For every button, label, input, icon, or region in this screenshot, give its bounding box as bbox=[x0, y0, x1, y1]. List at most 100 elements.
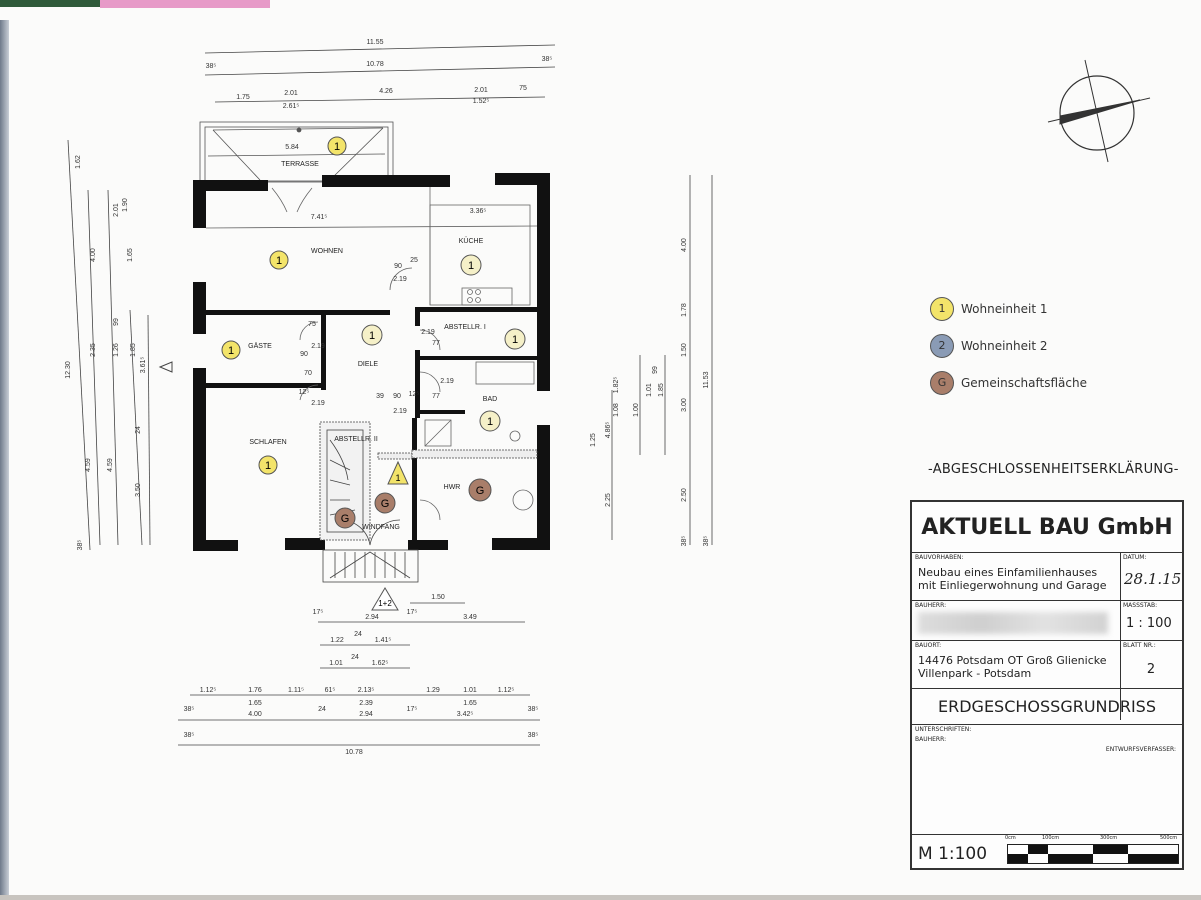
svg-text:90: 90 bbox=[394, 263, 402, 270]
dimension-label: 1.00 bbox=[633, 403, 640, 417]
svg-text:1.52⁵: 1.52⁵ bbox=[473, 98, 490, 105]
svg-text:4.26: 4.26 bbox=[379, 88, 393, 95]
unit1-marker-gaeste: 1 bbox=[221, 340, 241, 360]
svg-text:10.78: 10.78 bbox=[366, 61, 384, 68]
sticky-note-edge bbox=[100, 0, 270, 8]
svg-text:2.01: 2.01 bbox=[474, 87, 488, 94]
dimension-label: 1.01 bbox=[646, 383, 653, 397]
project-label: BAUVORHABEN: bbox=[915, 554, 964, 561]
legend-label: Wohneinheit 2 bbox=[961, 338, 1048, 353]
project-line: mit Einliegerwohnung und Garage bbox=[918, 579, 1107, 592]
common-marker-stair: G bbox=[334, 507, 356, 529]
svg-text:2.19: 2.19 bbox=[311, 343, 325, 350]
dimensions-right: 4.001.781.5011.532.503.001.851.01991.001… bbox=[590, 238, 710, 546]
svg-text:2.19: 2.19 bbox=[393, 276, 407, 283]
site-line: 14476 Potsdam OT Groß Glienicke bbox=[918, 654, 1107, 667]
project-cell: BAUVORHABEN: Neubau eines Einfamilienhau… bbox=[912, 552, 1120, 600]
dimension-label: 1.78 bbox=[681, 303, 688, 317]
triangle-marker-entrance: 1+2 bbox=[371, 587, 399, 611]
dimension-label: 61⁵ bbox=[325, 687, 336, 694]
dimension-label: 1.12⁵ bbox=[200, 687, 217, 694]
dimension-label: 38⁵ bbox=[184, 706, 195, 713]
dimension-label: 2.94 bbox=[365, 614, 379, 621]
site-cell: BAUORT: 14476 Potsdam OT Groß Glienicke … bbox=[912, 640, 1120, 688]
dimension-label: 24 bbox=[354, 631, 362, 638]
section-marker-icon bbox=[158, 361, 173, 373]
scale-bar-cell: M 1:100 0cm 100cm 300cm 500cm bbox=[912, 834, 1182, 868]
svg-text:1: 1 bbox=[265, 460, 271, 472]
dimension-label: 2.25 bbox=[605, 493, 612, 507]
dimension-label: 4.00 bbox=[248, 711, 262, 718]
scale-label: MASSSTAB: bbox=[1123, 602, 1158, 609]
dimension-label: 11.53 bbox=[703, 371, 710, 388]
dimension-label: 4.59 bbox=[85, 458, 92, 472]
sheet-value: 2 bbox=[1146, 662, 1156, 677]
svg-text:1: 1 bbox=[395, 473, 400, 483]
walls bbox=[193, 173, 550, 551]
client-cell: BAUHERR: bbox=[912, 600, 1120, 640]
common-badge-icon: G bbox=[930, 370, 954, 395]
svg-text:38⁵: 38⁵ bbox=[206, 63, 217, 70]
dimension-label: 99 bbox=[652, 366, 659, 374]
dimension-label: 2.50 bbox=[681, 488, 688, 502]
svg-text:5.84: 5.84 bbox=[285, 144, 299, 151]
dimension-label: 1.85 bbox=[658, 383, 665, 397]
dimension-label: 38⁵ bbox=[703, 536, 710, 547]
dimension-label: 38⁵ bbox=[528, 706, 539, 713]
dimension-label: 1.62⁵ bbox=[372, 660, 389, 667]
svg-text:TERRASSE: TERRASSE bbox=[281, 161, 319, 168]
svg-text:2.19: 2.19 bbox=[311, 400, 325, 407]
paper-edge bbox=[0, 20, 9, 900]
project-line: Neubau eines Einfamilienhauses bbox=[918, 566, 1098, 579]
redacted-client bbox=[918, 612, 1108, 634]
dimension-label: 1.26 bbox=[113, 343, 120, 357]
legend-item-unit1: 1 Wohneinheit 1 bbox=[930, 290, 1087, 327]
svg-text:G: G bbox=[381, 498, 390, 510]
svg-text:1+2: 1+2 bbox=[378, 599, 392, 608]
title-block: AKTUELL BAU GmbH BAUVORHABEN: Neubau ein… bbox=[910, 500, 1184, 870]
dimensions-bottom: 1.5017⁵2.9417⁵3.491.22241.41⁵1.01241.62⁵… bbox=[184, 594, 539, 756]
dimension-label: 1.90 bbox=[122, 198, 129, 212]
dimension-label: 1.76 bbox=[248, 687, 262, 694]
north-arrow-icon bbox=[1047, 59, 1151, 163]
scale-bar bbox=[1007, 844, 1179, 864]
unit1-marker-schlafen: 1 bbox=[258, 455, 278, 475]
svg-text:3.36⁵: 3.36⁵ bbox=[470, 208, 487, 215]
triangle-marker-unit1: 1 bbox=[387, 460, 409, 485]
svg-text:1: 1 bbox=[468, 260, 474, 272]
svg-text:1: 1 bbox=[228, 345, 234, 357]
dimension-label: 4.86⁵ bbox=[605, 422, 612, 439]
scale-bar-tick: 0cm bbox=[1005, 835, 1016, 841]
dimension-label: 3.61⁵ bbox=[140, 357, 147, 374]
scale-bar-tick: 500cm bbox=[1160, 835, 1178, 841]
svg-text:12⁵: 12⁵ bbox=[299, 389, 310, 396]
svg-text:38⁵: 38⁵ bbox=[542, 56, 553, 63]
dimension-label: 1.08 bbox=[613, 403, 620, 417]
dimension-label: 17⁵ bbox=[313, 609, 324, 616]
dimension-label: 1.65 bbox=[127, 248, 134, 262]
scale-value: 1 : 100 bbox=[1126, 616, 1172, 631]
dimension-label: 99 bbox=[113, 318, 120, 326]
signatures-cell: UNTERSCHRIFTEN: BAUHERR: ENTWURFSVERFASS… bbox=[912, 724, 1182, 834]
sheet-cell: BLATT NR.: 2 bbox=[1120, 640, 1182, 688]
dimension-label: 38⁵ bbox=[528, 732, 539, 739]
interior-lines bbox=[205, 187, 538, 521]
dimension-label: 24 bbox=[135, 426, 142, 434]
date-label: DATUM: bbox=[1123, 554, 1147, 561]
dimension-label: 24 bbox=[318, 706, 326, 713]
dimension-label: 1.29 bbox=[426, 687, 440, 694]
dimension-label: 1.82⁵ bbox=[613, 377, 620, 394]
svg-text:G: G bbox=[341, 513, 350, 525]
svg-text:2.19: 2.19 bbox=[393, 408, 407, 415]
dimension-label: 2.13⁵ bbox=[358, 687, 375, 694]
dimension-label: 2.01 bbox=[113, 203, 120, 217]
dimension-lines bbox=[67, 44, 713, 746]
date-value: 28.1.15 bbox=[1124, 570, 1182, 588]
dimension-label: 1.22 bbox=[330, 637, 344, 644]
scale-cell: MASSSTAB: 1 : 100 bbox=[1120, 600, 1182, 640]
svg-text:KÜCHE: KÜCHE bbox=[459, 237, 484, 245]
svg-text:90: 90 bbox=[300, 351, 308, 358]
svg-text:77: 77 bbox=[432, 393, 440, 400]
